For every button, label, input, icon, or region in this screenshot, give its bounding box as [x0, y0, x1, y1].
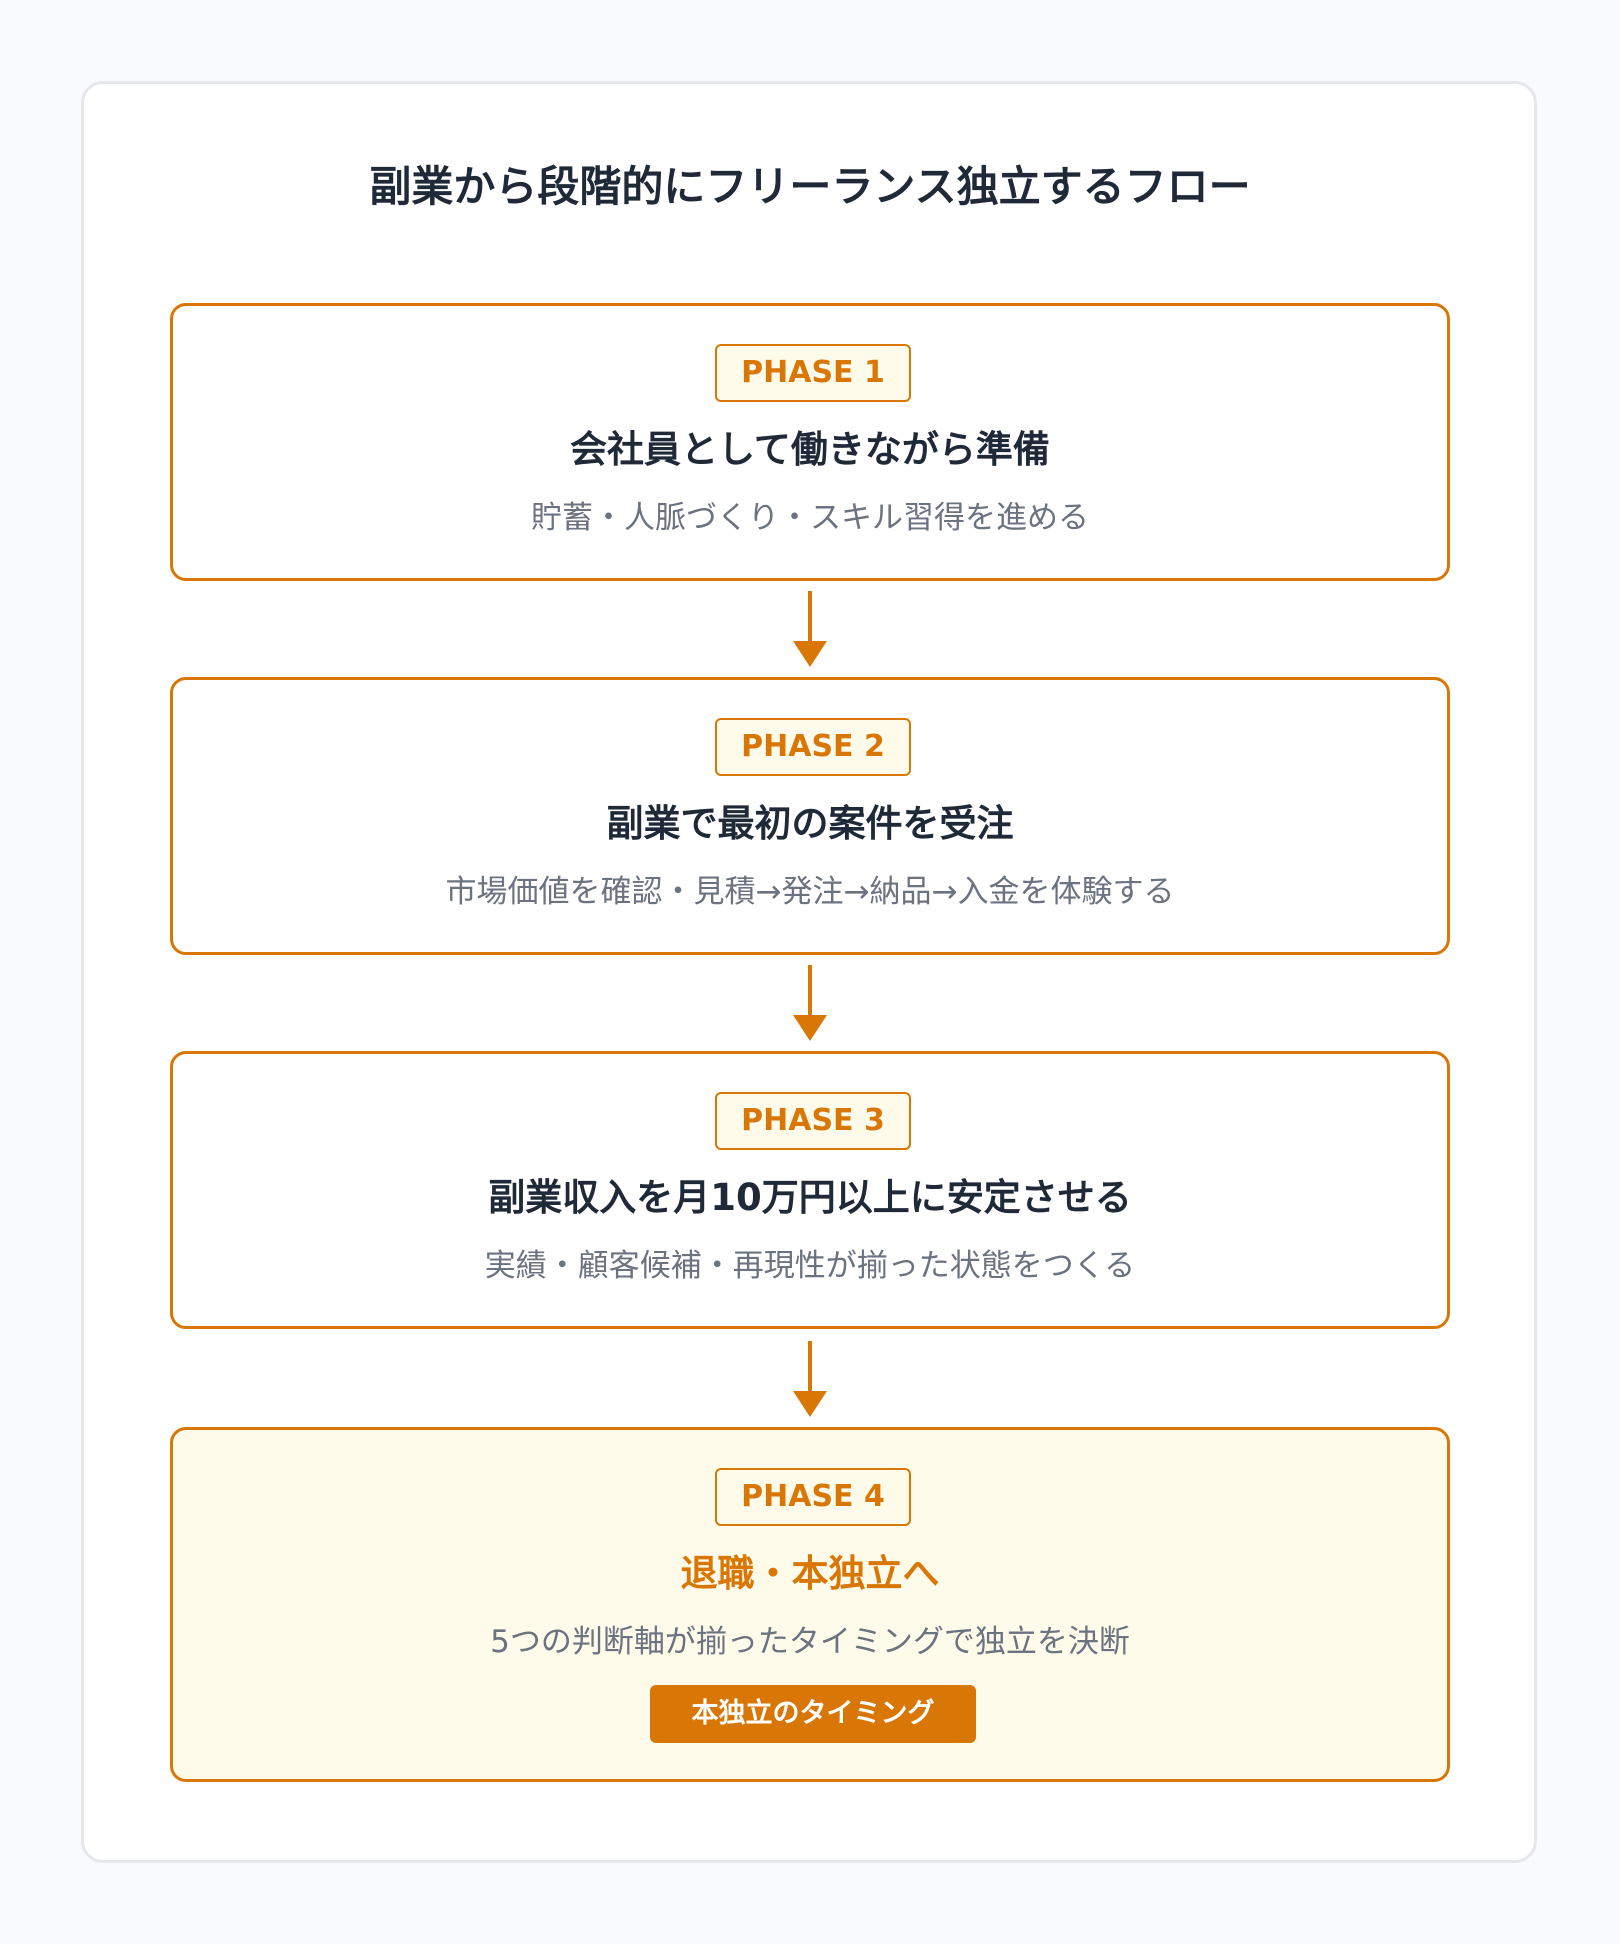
- phase-4-box: PHASE 4 退職・本独立へ 5つの判断軸が揃ったタイミングで独立を決断 本独…: [170, 1427, 1450, 1782]
- phase-4-heading: 退職・本独立へ: [173, 1548, 1447, 1600]
- phase-4-description: 5つの判断軸が揃ったタイミングで独立を決断: [173, 1620, 1447, 1664]
- phase-1-heading: 会社員として働きながら準備: [173, 424, 1447, 476]
- arrow-down-icon: [793, 1339, 827, 1419]
- phase-2-box: PHASE 2 副業で最初の案件を受注 市場価値を確認・見積→発注→納品→入金を…: [170, 677, 1450, 955]
- diagram-title: 副業から段階的にフリーランス独立するフロー: [0, 157, 1620, 217]
- arrow-down-icon: [793, 963, 827, 1043]
- phase-3-badge: PHASE 3: [715, 1092, 911, 1150]
- independence-timing-tag: 本独立のタイミング: [650, 1685, 976, 1743]
- phase-2-description: 市場価値を確認・見積→発注→納品→入金を体験する: [173, 870, 1447, 914]
- phase-1-box: PHASE 1 会社員として働きながら準備 貯蓄・人脈づくり・スキル習得を進める: [170, 303, 1450, 581]
- phase-1-badge: PHASE 1: [715, 344, 911, 402]
- phase-3-heading: 副業収入を月10万円以上に安定させる: [173, 1172, 1447, 1224]
- phase-2-badge: PHASE 2: [715, 718, 911, 776]
- phase-3-description: 実績・顧客候補・再現性が揃った状態をつくる: [173, 1244, 1447, 1288]
- phase-4-badge: PHASE 4: [715, 1468, 911, 1526]
- phase-3-box: PHASE 3 副業収入を月10万円以上に安定させる 実績・顧客候補・再現性が揃…: [170, 1051, 1450, 1329]
- phase-1-description: 貯蓄・人脈づくり・スキル習得を進める: [173, 496, 1447, 540]
- arrow-down-icon: [793, 589, 827, 669]
- phase-2-heading: 副業で最初の案件を受注: [173, 798, 1447, 850]
